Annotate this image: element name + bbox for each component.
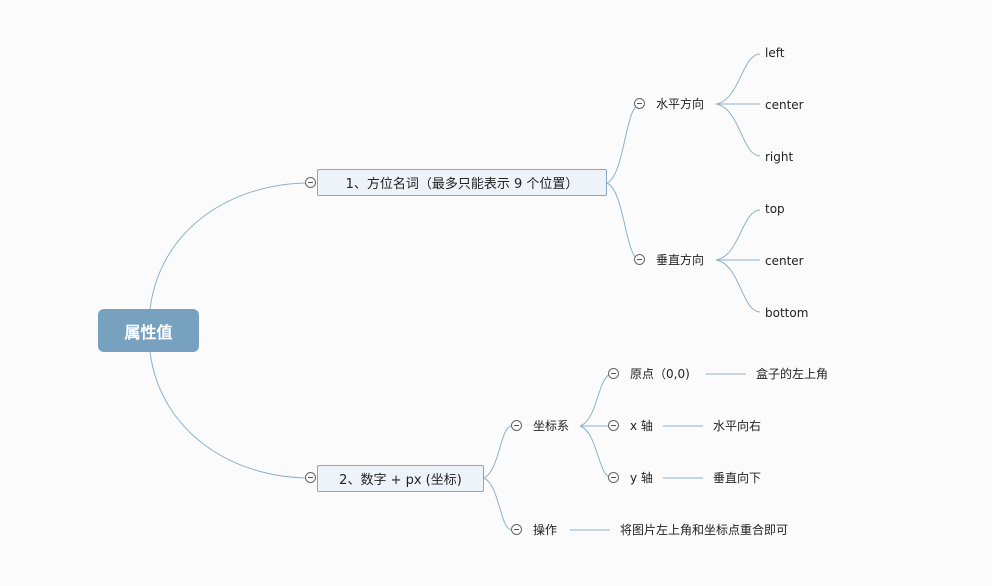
connector-coord-y — [579, 425, 613, 479]
subtopic-origin[interactable]: 原点（0,0) — [630, 367, 690, 381]
connector-root-branch-1 — [149, 182, 311, 310]
note-origin[interactable]: 盒子的左上角 — [756, 367, 829, 381]
root-topic[interactable]: 属性值 — [98, 309, 199, 352]
leaf-right[interactable]: right — [765, 150, 794, 164]
root-topic-label: 属性值 — [124, 322, 173, 342]
note-x-axis[interactable]: 水平向右 — [713, 419, 762, 433]
connector-branch-2-op — [483, 477, 513, 531]
branch-topic-label: 1、方位名词（最多只能表示 9 个位置） — [345, 177, 579, 192]
leaf-center[interactable]: center — [765, 98, 804, 112]
collapse-minus-icon[interactable] — [511, 420, 522, 431]
collapse-minus-icon[interactable] — [634, 98, 645, 109]
collapse-minus-icon[interactable] — [511, 524, 522, 535]
connector-horizontal-left — [715, 53, 761, 105]
connector-branch-1-vertical — [606, 182, 641, 261]
branch-topic-number-px[interactable]: 2、数字 + px (坐标) — [317, 465, 484, 492]
connector-branch-1-horizontal — [606, 103, 641, 184]
subtopic-operation[interactable]: 操作 — [533, 523, 558, 537]
connector-branch-2-coord — [483, 425, 513, 479]
connector-vertical-bottom — [715, 259, 761, 313]
branch-topic-label: 2、数字 + px (坐标) — [339, 473, 462, 488]
subtopic-horizontal[interactable]: 水平方向 — [656, 97, 705, 111]
note-operation[interactable]: 将图片左上角和坐标点重合即可 — [620, 523, 789, 537]
note-y-axis[interactable]: 垂直向下 — [713, 471, 762, 485]
leaf-left[interactable]: left — [765, 46, 785, 60]
collapse-minus-icon[interactable] — [608, 472, 619, 483]
connector-vertical-top — [715, 209, 761, 261]
subtopic-vertical[interactable]: 垂直方向 — [656, 253, 705, 267]
connector-horizontal-right — [715, 103, 761, 157]
collapse-minus-icon[interactable] — [634, 254, 645, 265]
leaf-center[interactable]: center — [765, 254, 804, 268]
collapse-minus-icon[interactable] — [608, 420, 619, 431]
leaf-top[interactable]: top — [765, 202, 785, 216]
subtopic-coordinate-system[interactable]: 坐标系 — [533, 419, 570, 433]
connector-coord-origin — [579, 373, 613, 427]
subtopic-x-axis[interactable]: x 轴 — [630, 419, 653, 433]
collapse-minus-icon[interactable] — [608, 368, 619, 379]
subtopic-y-axis[interactable]: y 轴 — [630, 471, 653, 485]
connector-root-branch-2 — [149, 351, 311, 479]
collapse-minus-icon[interactable] — [305, 177, 316, 188]
leaf-bottom[interactable]: bottom — [765, 306, 809, 320]
branch-topic-position-keywords[interactable]: 1、方位名词（最多只能表示 9 个位置） — [317, 169, 607, 196]
collapse-minus-icon[interactable] — [305, 472, 316, 483]
